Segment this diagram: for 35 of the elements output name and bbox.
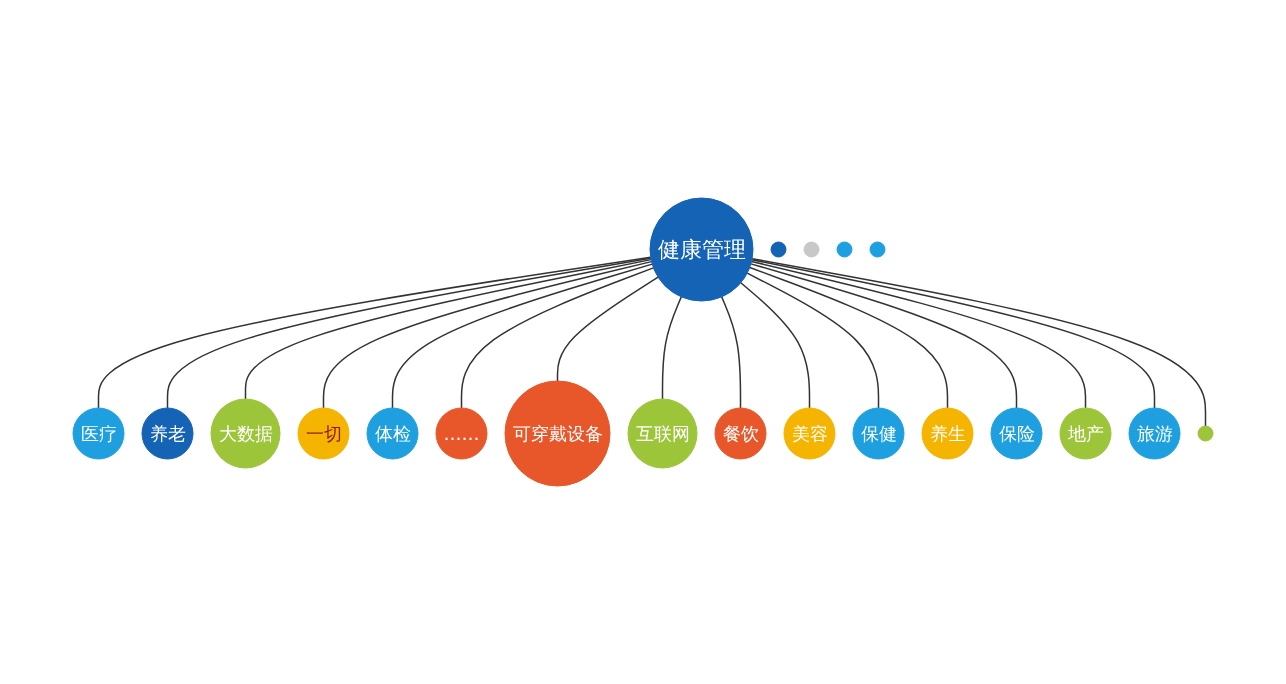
node-circle: 健康管理: [649, 197, 754, 302]
node-circle: 互联网: [627, 398, 698, 469]
node-circle: 大数据: [210, 398, 281, 469]
connector: [740, 282, 811, 409]
node-circle: 养老: [141, 407, 194, 460]
connector: [391, 263, 653, 409]
node-circle: 可穿戴设备: [504, 380, 611, 487]
connector: [749, 266, 949, 409]
connector: [460, 267, 655, 409]
node-circle: 医疗: [72, 407, 125, 460]
connector: [751, 258, 1156, 409]
connector: [322, 260, 653, 409]
node-circle: 美容: [783, 407, 836, 460]
connector: [750, 263, 1018, 409]
node-circle: 一切: [297, 407, 350, 460]
node-circle: 保健: [852, 407, 905, 460]
connector: [556, 276, 659, 382]
node-circle: 体检: [366, 407, 419, 460]
node-circle: [770, 241, 787, 258]
node-circle: [1197, 425, 1214, 442]
connector: [751, 257, 1207, 427]
node-circle: ……: [435, 407, 488, 460]
connector: [244, 258, 652, 400]
connector: [720, 296, 742, 409]
connector: [661, 296, 683, 400]
node-circle: 地产: [1059, 407, 1112, 460]
node-circle: [836, 241, 853, 258]
node-circle: 餐饮: [714, 407, 767, 460]
node-circle: [869, 241, 886, 258]
node-circle: 养生: [921, 407, 974, 460]
connector: [746, 272, 880, 409]
node-circle: [803, 241, 820, 258]
node-circle: 保险: [990, 407, 1043, 460]
node-circle: 旅游: [1128, 407, 1181, 460]
connector: [750, 260, 1087, 409]
